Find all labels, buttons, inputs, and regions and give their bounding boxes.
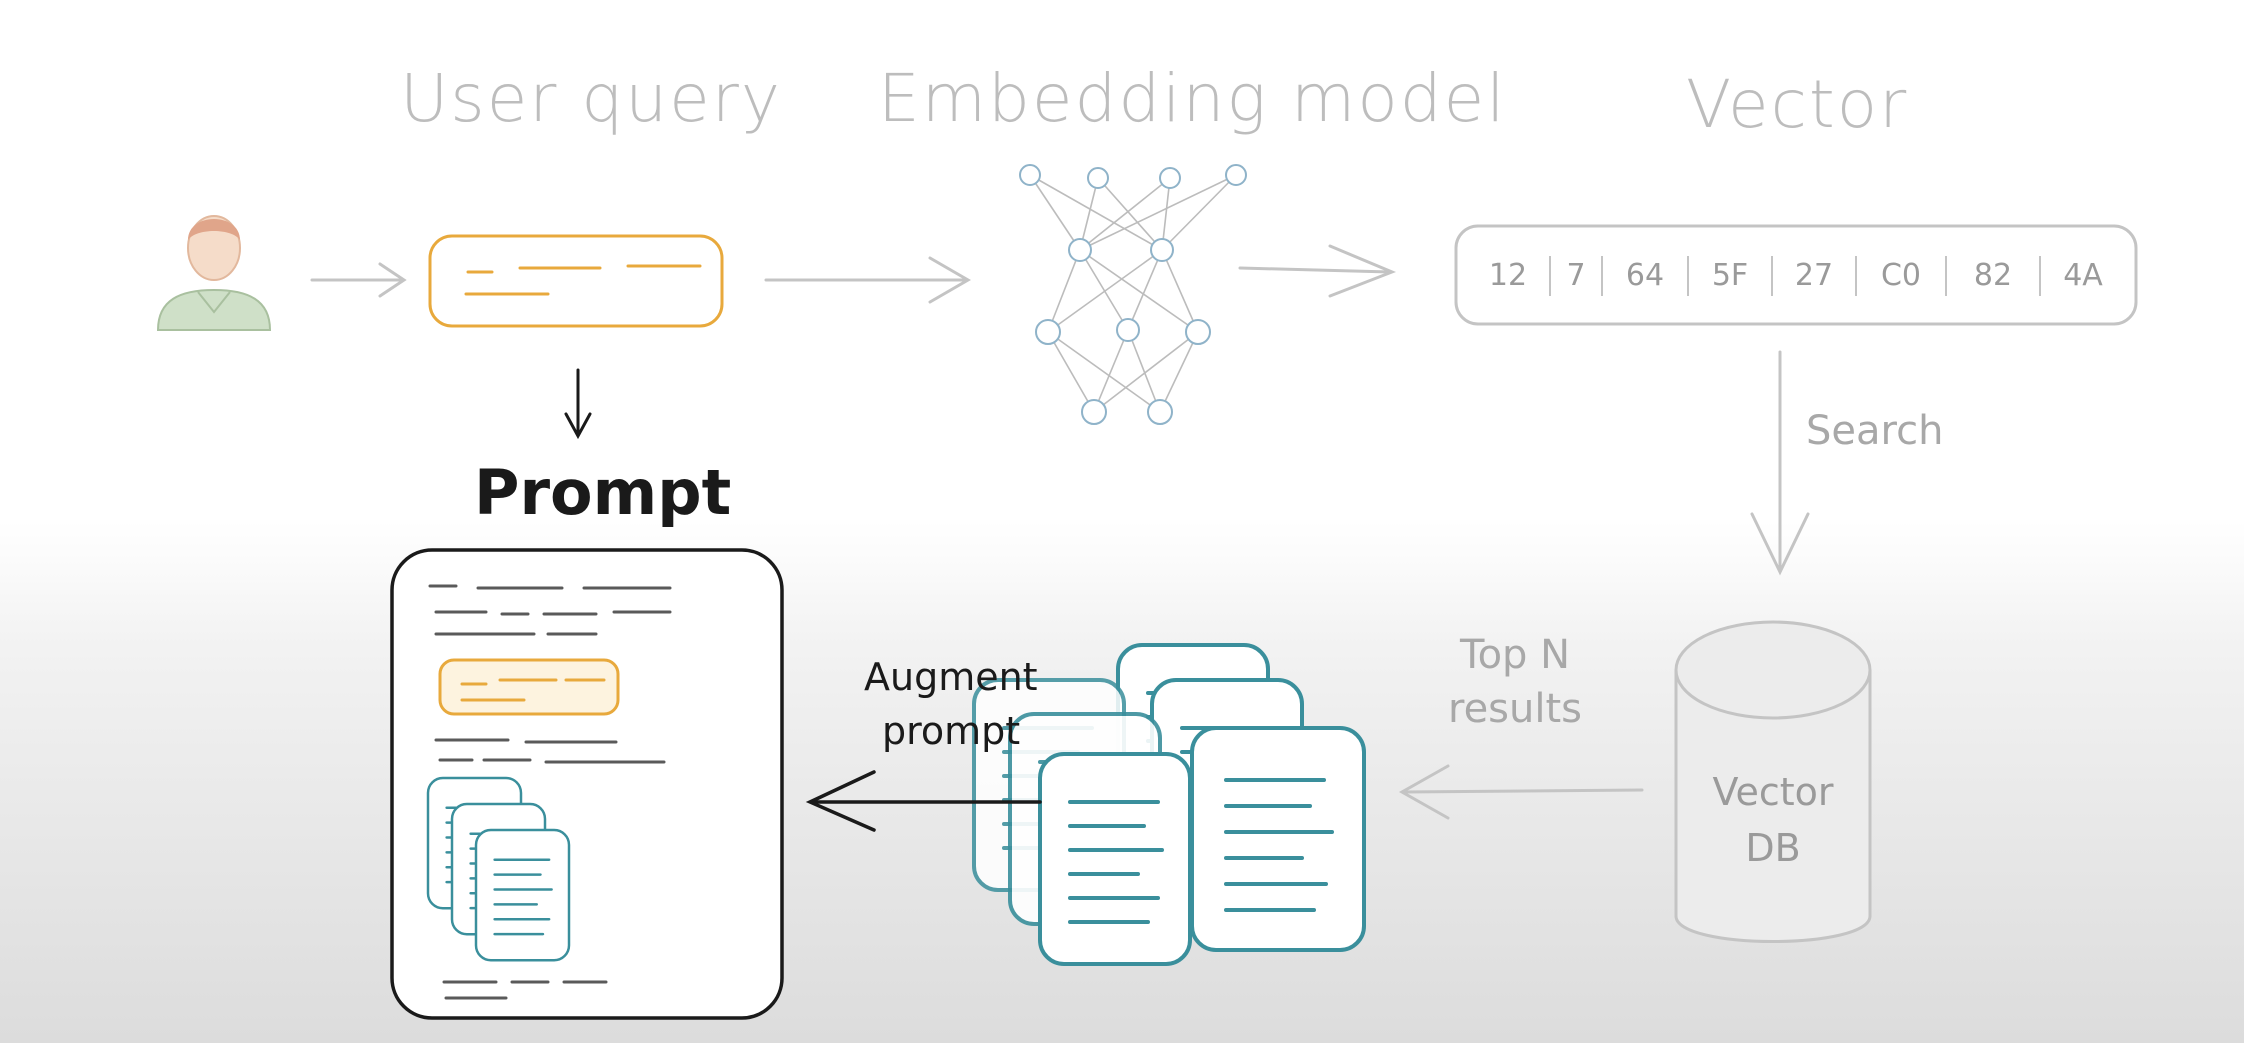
prompt-query-box: [438, 658, 620, 716]
top-n-label-line2: results: [1448, 686, 1583, 732]
vector-value-1: 12: [1488, 258, 1528, 293]
vector-db-label-line1: Vector: [1712, 770, 1834, 814]
augment-prompt-label: Augment prompt: [864, 650, 1038, 758]
arrow-user-to-query: [310, 262, 407, 298]
vector-value-4: 5F: [1711, 258, 1749, 293]
top-n-label-line1: Top N: [1459, 632, 1571, 678]
arrow-search: [1750, 350, 1810, 576]
search-label: Search: [1806, 408, 1944, 454]
vector-value-7: 82: [1973, 258, 2013, 293]
vector-db-label: Vector DB: [1706, 764, 1840, 876]
augment-label-line1: Augment: [864, 655, 1038, 699]
vector-db-cylinder: [1674, 620, 1872, 943]
arrow-query-to-prompt: [564, 368, 592, 440]
augment-label-line2: prompt: [882, 709, 1021, 753]
vector-title: Vector: [1686, 66, 1909, 143]
arrow-augment-prompt: [805, 770, 1042, 832]
vector-box: [1454, 224, 2138, 326]
vector-db-label-line2: DB: [1745, 826, 1801, 870]
neural-network-icon: [1019, 164, 1247, 425]
document-front-right: [1190, 726, 1366, 952]
vector-value-6: C0: [1880, 258, 1922, 293]
user-query-box: [428, 234, 724, 328]
vector-value-5: 27: [1794, 258, 1834, 293]
prompt-frame: [390, 548, 784, 1020]
arrow-model-to-vector: [1238, 244, 1397, 298]
retrieved-documents: [972, 643, 1366, 966]
user-query-title: User query: [400, 60, 782, 137]
user-icon: [156, 215, 272, 331]
top-n-results-label: Top N results: [1448, 628, 1582, 736]
prompt-title: Prompt: [474, 456, 732, 529]
vector-value-2: 7: [1566, 258, 1586, 293]
vector-value-8: 4A: [2063, 258, 2103, 293]
arrow-top-n-results: [1398, 764, 1644, 820]
embedding-model-title: Embedding model: [878, 60, 1507, 137]
arrow-query-to-model: [764, 256, 971, 304]
vector-value-3: 64: [1625, 258, 1665, 293]
